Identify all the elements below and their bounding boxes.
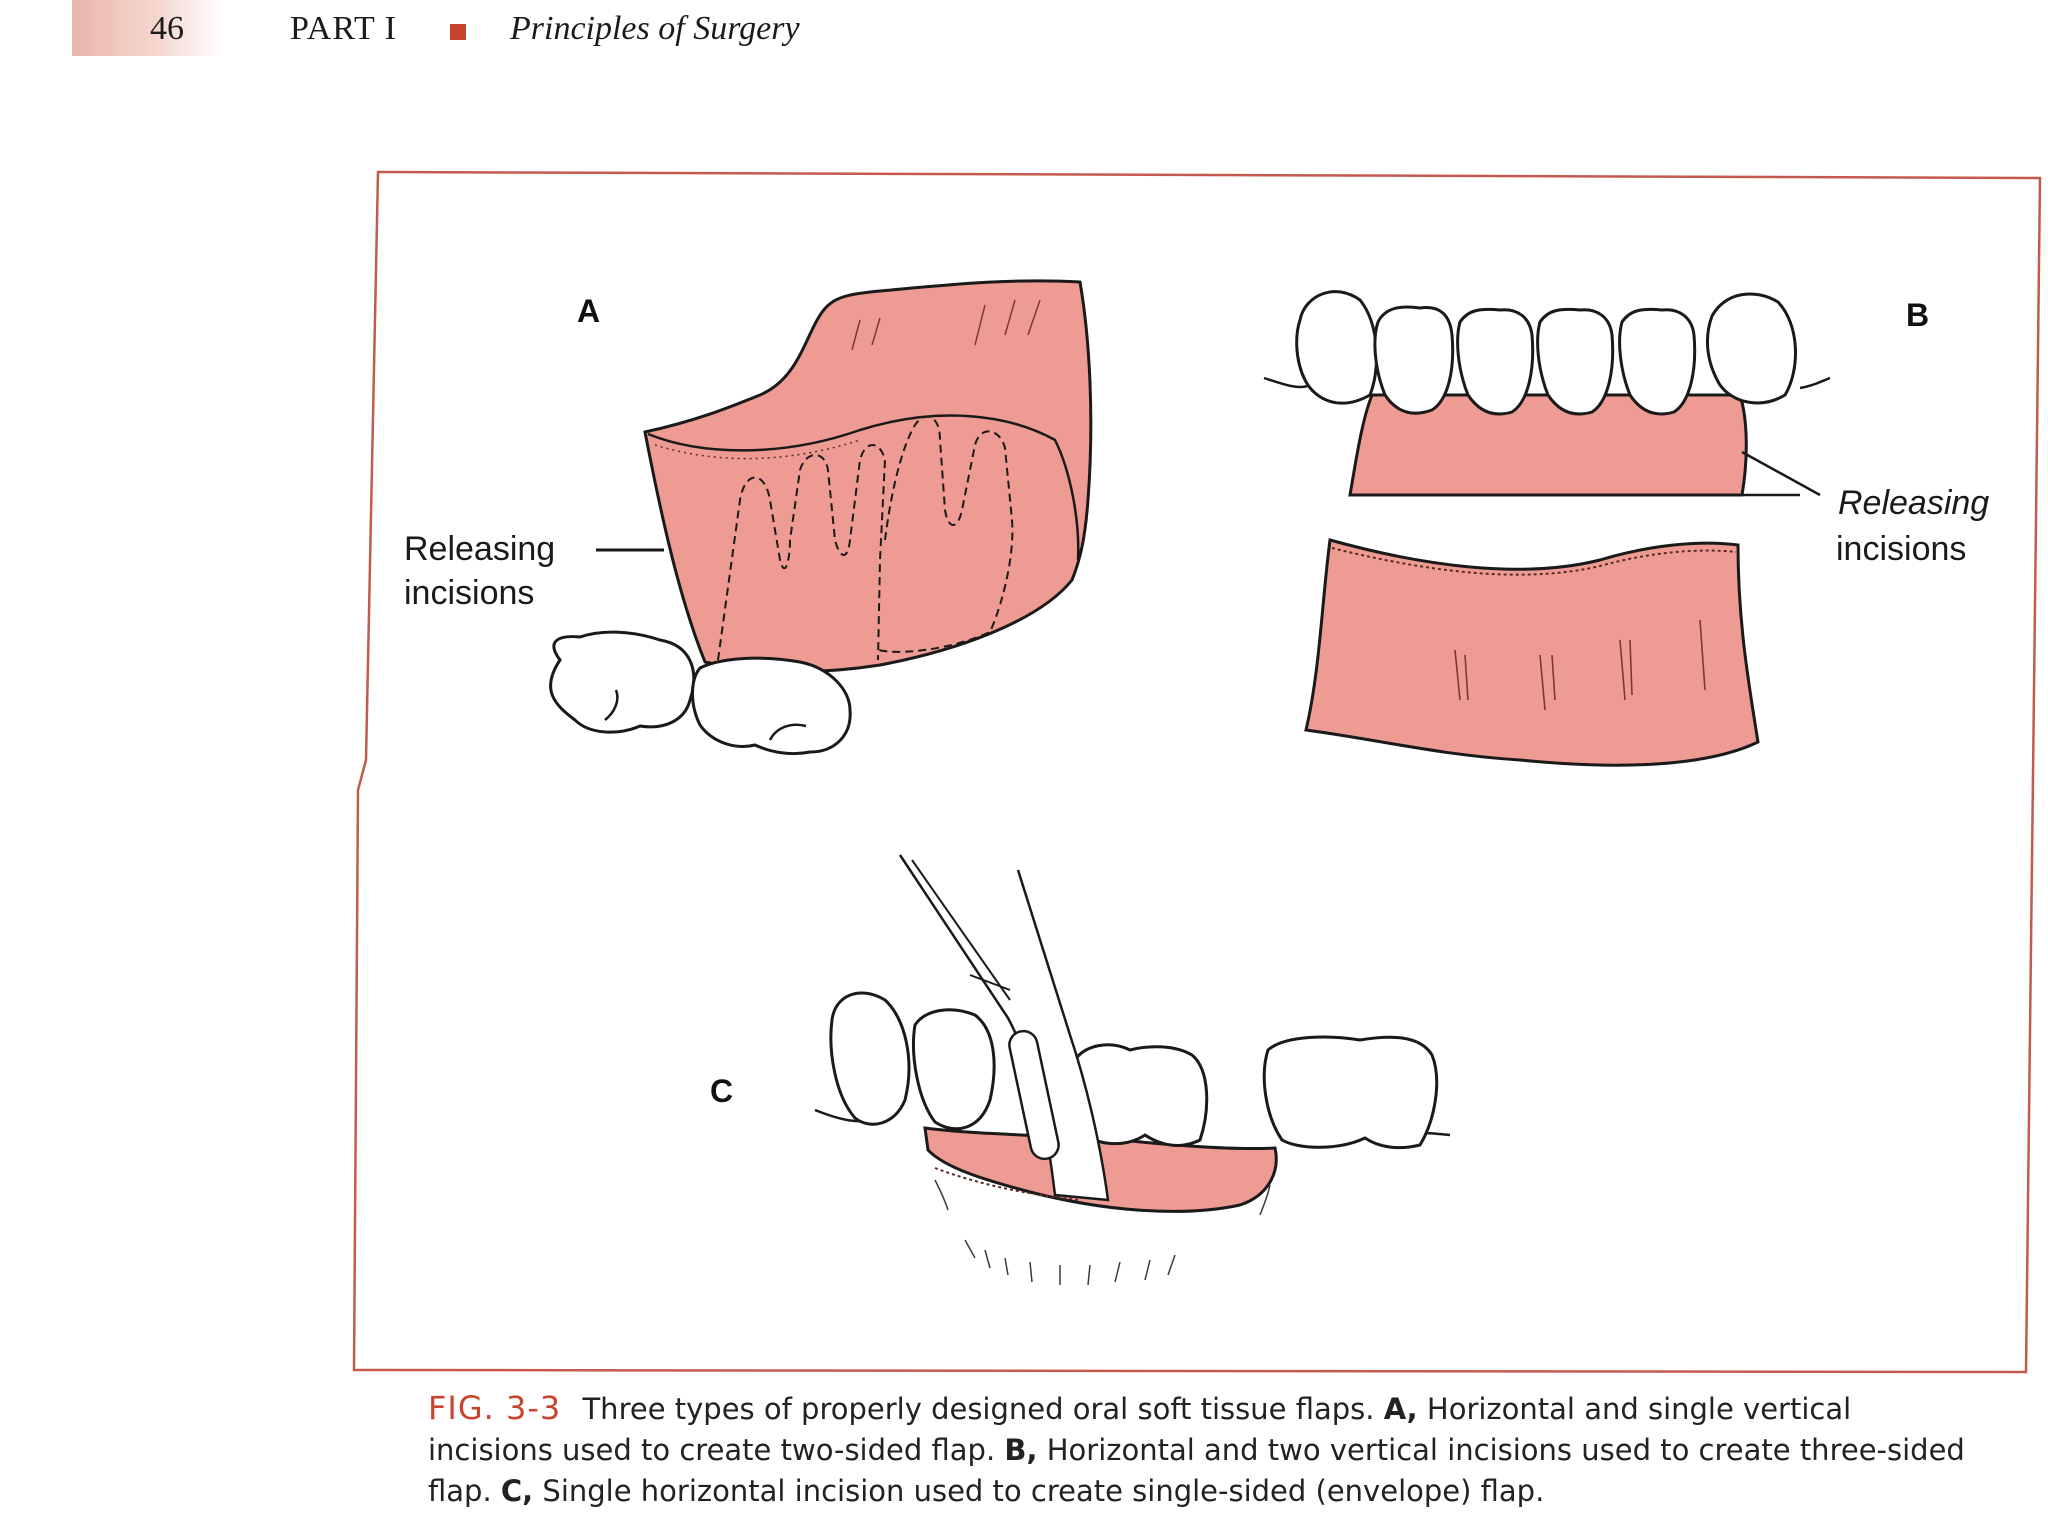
panel-b-illustration	[1263, 290, 1831, 767]
panel-a-tooth-1	[549, 630, 696, 734]
panel-b-callout-line2: incisions	[1836, 530, 1966, 568]
panel-c-tooth-2	[912, 1008, 996, 1131]
caption-c-text: Single horizontal incision used to creat…	[542, 1474, 1545, 1508]
panel-c-illustration	[814, 854, 1451, 1286]
panel-b-tooth-6	[1706, 292, 1797, 405]
panel-b-callout-line-2	[1741, 450, 1821, 497]
panel-c-elevator-slot	[1008, 1029, 1060, 1161]
panel-c-tooth-4	[1262, 1035, 1439, 1150]
panel-b-tooth-1	[1295, 290, 1378, 405]
page-number-tab	[72, 0, 222, 56]
caption-b-label: B,	[1004, 1433, 1038, 1467]
panel-b-lower-flap	[1304, 538, 1760, 767]
caption-a-label: A,	[1383, 1392, 1418, 1426]
caption-b-text: Horizontal and two vertical incisions us…	[428, 1433, 1965, 1508]
panel-b-tooth-2	[1373, 305, 1455, 415]
figure-caption: FIG. 3-3 Three types of properly designe…	[428, 1388, 1968, 1512]
part-separator-square	[450, 24, 466, 40]
page-number: 46	[150, 10, 184, 47]
panel-a-callout-line1: Releasing	[404, 530, 555, 568]
panel-a-label: A	[577, 293, 600, 329]
panel-b-tooth-3	[1456, 307, 1535, 416]
panel-a-illustration	[549, 279, 1093, 756]
figure-frame	[352, 170, 2042, 1374]
panel-b-tooth-5	[1618, 307, 1697, 416]
part-label: PART I	[290, 10, 397, 47]
panel-a-flap	[643, 279, 1093, 674]
caption-intro: Three types of properly designed oral so…	[582, 1392, 1375, 1426]
figure-number: FIG. 3-3	[428, 1389, 562, 1427]
panel-c-tooth-1	[829, 991, 911, 1126]
panel-a-callout-line2: incisions	[404, 574, 534, 612]
panel-a-tooth-2	[691, 656, 852, 756]
caption-c-label: C,	[500, 1474, 534, 1508]
caption-a-text: Horizontal and single vertical incisions…	[428, 1392, 1852, 1467]
panel-b-tooth-4	[1536, 307, 1615, 416]
panel-c-label: C	[710, 1073, 733, 1109]
panel-b-callout-line1: Releasing	[1838, 484, 1989, 522]
panel-b-label: B	[1906, 297, 1929, 333]
section-title: Principles of Surgery	[510, 10, 800, 47]
